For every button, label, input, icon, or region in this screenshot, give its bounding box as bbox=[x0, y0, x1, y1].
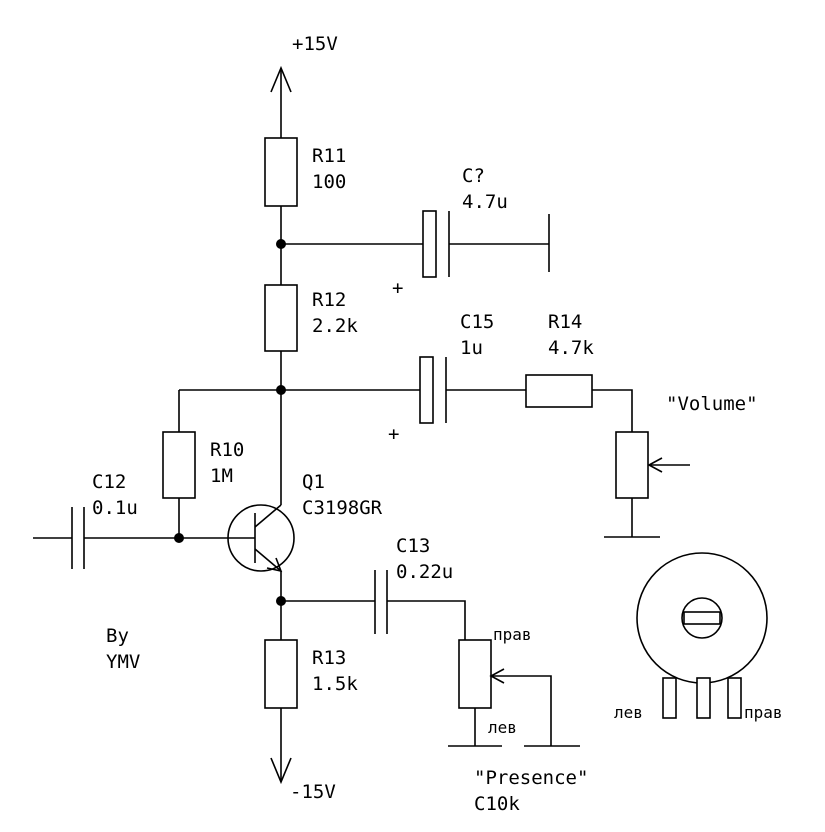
presence-left-label: лев bbox=[488, 718, 517, 737]
volume-label: "Volume" bbox=[666, 393, 758, 415]
r11-value: 100 bbox=[312, 171, 346, 193]
positive-supply: +15V bbox=[270, 33, 338, 138]
negative-supply-label: -15V bbox=[290, 781, 336, 803]
resistor-r13: R13 1.5k bbox=[264, 639, 358, 709]
capacitor-c13: C13 0.22u bbox=[374, 535, 466, 640]
c12-ref: C12 bbox=[92, 471, 126, 493]
c-unknown-ref: C? bbox=[462, 165, 485, 187]
q1-ref: Q1 bbox=[302, 471, 325, 493]
presence-label: "Presence" bbox=[474, 767, 588, 789]
pot-pinout-drawing: лев прав bbox=[614, 552, 783, 722]
r10-value: 1M bbox=[210, 465, 233, 487]
resistor-r11: R11 100 bbox=[264, 137, 346, 207]
q1-value: C3198GR bbox=[302, 497, 383, 519]
pinout-right-label: прав bbox=[744, 703, 783, 722]
r10-ref: R10 bbox=[210, 439, 244, 461]
positive-supply-label: +15V bbox=[292, 33, 338, 55]
resistor-r14: R14 4.7k bbox=[525, 311, 633, 432]
presence-potentiometer: прав лев "Presence" C10k bbox=[448, 625, 588, 815]
c15-ref: C15 bbox=[460, 311, 494, 333]
capacitor-c-unknown: + C? 4.7u bbox=[392, 165, 550, 299]
r12-value: 2.2k bbox=[312, 315, 358, 337]
c12-value: 0.1u bbox=[92, 497, 138, 519]
pinout-left-label: лев bbox=[614, 703, 643, 722]
c13-ref: C13 bbox=[396, 535, 430, 557]
author-line2: YMV bbox=[106, 651, 140, 673]
polarity-plus: + bbox=[388, 423, 399, 445]
resistor-r12: R12 2.2k bbox=[264, 284, 358, 352]
capacitor-c15: + C15 1u bbox=[388, 311, 526, 445]
capacitor-c12: C12 0.1u bbox=[33, 471, 232, 569]
r14-ref: R14 bbox=[548, 311, 582, 333]
r13-value: 1.5k bbox=[312, 673, 358, 695]
resistor-r10: R10 1M bbox=[162, 390, 244, 538]
author-line1: By bbox=[106, 625, 129, 647]
transistor-q1: Q1 C3198GR bbox=[227, 471, 383, 573]
junction-dot bbox=[174, 533, 184, 543]
c15-value: 1u bbox=[460, 337, 483, 359]
r12-ref: R12 bbox=[312, 289, 346, 311]
r14-value: 4.7k bbox=[548, 337, 594, 359]
presence-value: C10k bbox=[474, 793, 520, 815]
r13-ref: R13 bbox=[312, 647, 346, 669]
negative-supply: -15V bbox=[270, 708, 336, 803]
r11-ref: R11 bbox=[312, 145, 346, 167]
presence-right-label: прав bbox=[493, 625, 532, 644]
c-unknown-value: 4.7u bbox=[462, 191, 508, 213]
polarity-plus: + bbox=[392, 277, 403, 299]
c13-value: 0.22u bbox=[396, 561, 453, 583]
volume-potentiometer: "Volume" bbox=[604, 393, 758, 538]
author-credit: By YMV bbox=[106, 625, 140, 673]
